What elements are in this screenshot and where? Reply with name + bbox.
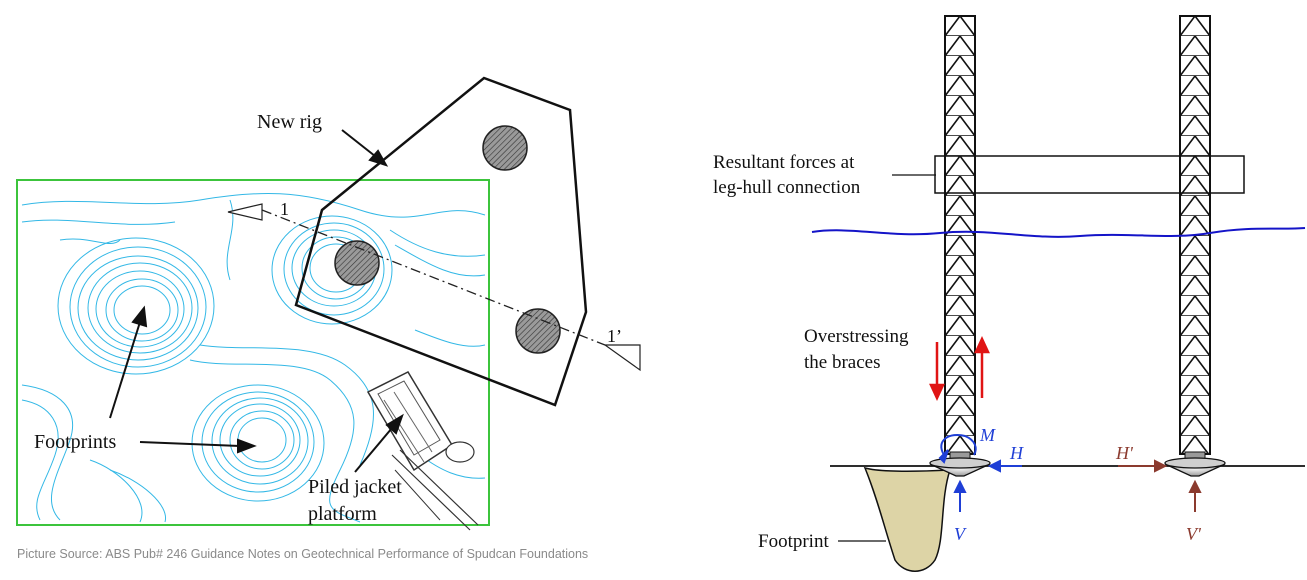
section-label-start: 1 bbox=[280, 199, 289, 219]
section-line bbox=[261, 209, 606, 346]
vertical-load-label-V-prime: V' bbox=[1186, 524, 1202, 544]
overstress-label-line2: the braces bbox=[804, 352, 880, 373]
right-spudcan bbox=[1164, 451, 1226, 477]
piled-jacket-platform-drawing bbox=[366, 371, 479, 531]
overstress-arrows bbox=[929, 336, 990, 401]
piled-jacket-label-line1: Piled jacket bbox=[308, 476, 402, 498]
section-marker-start bbox=[227, 203, 263, 221]
seabed-contour-lines bbox=[21, 192, 486, 523]
horizontal-load-label-H-prime: H' bbox=[1115, 443, 1134, 463]
moment-label-M: M bbox=[979, 425, 996, 445]
footprints-arrows bbox=[109, 305, 257, 454]
left-diagram-panel: 1 1’ New rig Footprints Piled jacket pla… bbox=[0, 0, 650, 580]
survey-area-border bbox=[16, 179, 490, 526]
section-label-end: 1’ bbox=[607, 326, 622, 346]
new-rig-arrow bbox=[341, 129, 389, 167]
water-surface-line bbox=[811, 227, 1306, 238]
resultant-label-line2: leg-hull connection bbox=[713, 177, 861, 198]
horizontal-load-label-H: H bbox=[1009, 443, 1024, 463]
footprint-label: Footprint bbox=[758, 531, 829, 552]
section-marker-end bbox=[603, 344, 641, 372]
piled-jacket-arrow bbox=[354, 413, 404, 473]
spudcan-top bbox=[482, 125, 528, 171]
footprints-label: Footprints bbox=[34, 431, 116, 453]
vertical-load-label-V: V bbox=[954, 524, 967, 544]
new-rig-label: New rig bbox=[257, 111, 322, 133]
jackup-leg-loads-elevation: Resultant forces at leg-hull connection … bbox=[713, 15, 1306, 572]
right-diagram-panel: Resultant forces at leg-hull connection … bbox=[650, 0, 1307, 580]
right-leg-loads bbox=[1118, 459, 1202, 512]
picture-source-caption: Picture Source: ABS Pub# 246 Guidance No… bbox=[17, 547, 589, 561]
left-leg-truss bbox=[944, 15, 976, 455]
new-rig-hull-outline bbox=[294, 76, 588, 407]
spudcan-bottom bbox=[515, 308, 561, 354]
rig-footprint-plan-view: 1 1’ New rig Footprints Piled jacket pla… bbox=[16, 76, 641, 531]
overstress-label-line1: Overstressing bbox=[804, 326, 909, 347]
left-leg-loads bbox=[938, 434, 1022, 512]
piled-jacket-label-line2: platform bbox=[308, 503, 377, 525]
resultant-label-line1: Resultant forces at bbox=[713, 152, 855, 173]
footprint-depression bbox=[863, 466, 952, 572]
